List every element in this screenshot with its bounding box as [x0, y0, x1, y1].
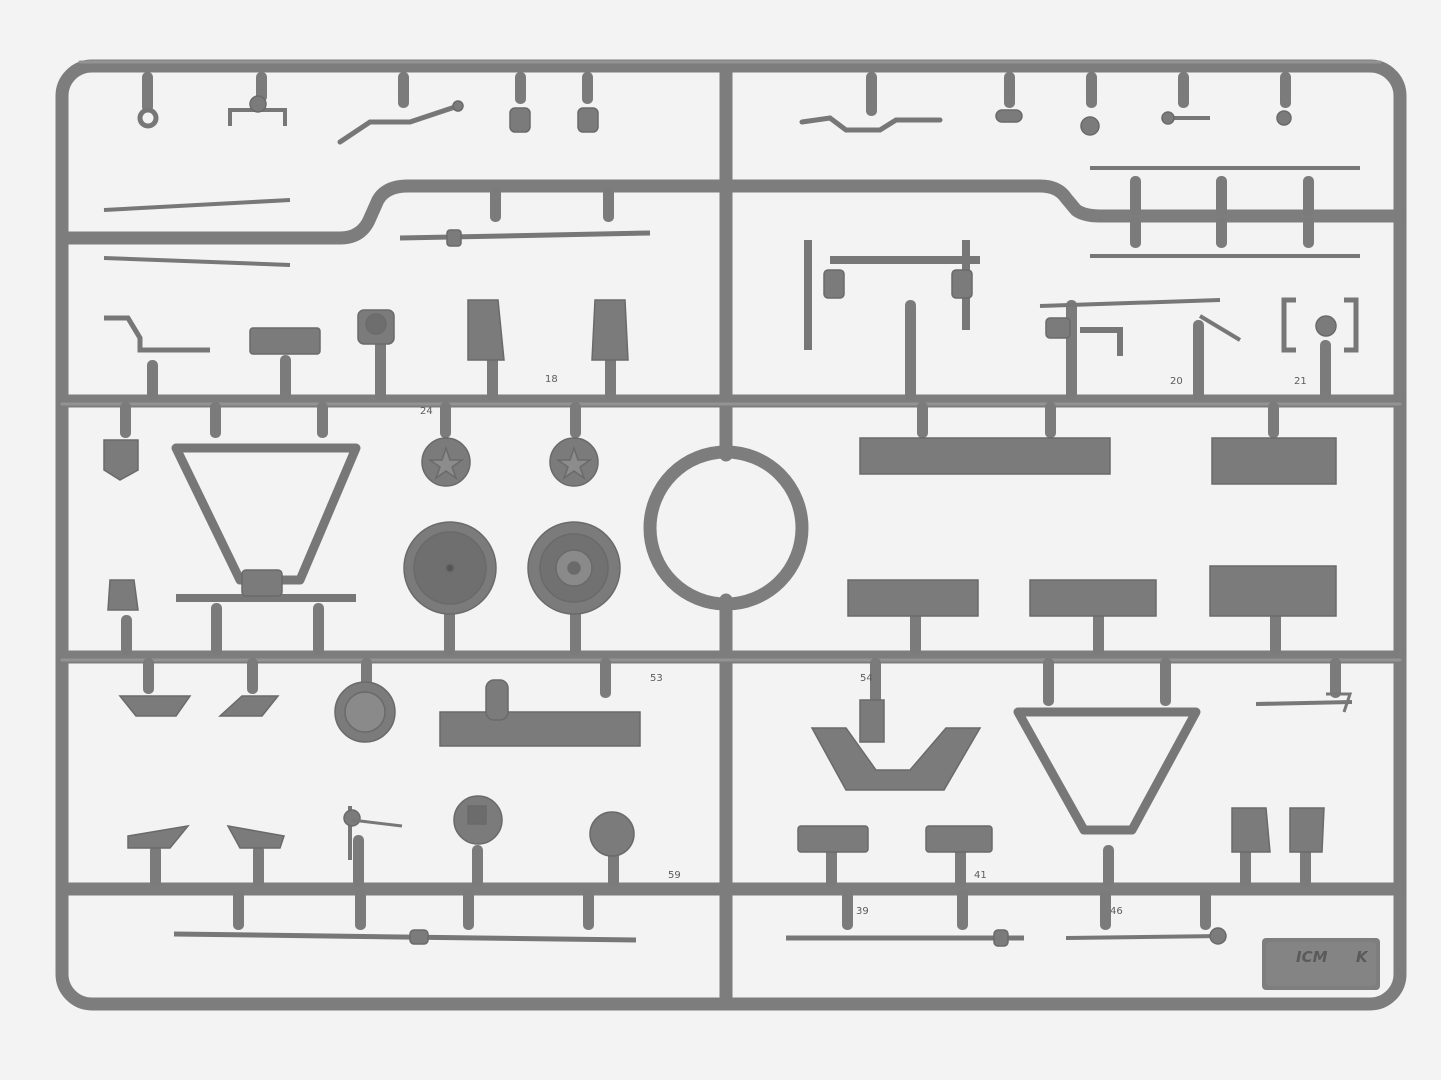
part-numbers: 18 20 21 24 59 53 54 41 46 39 [420, 374, 1307, 917]
part-number-54: 54 [860, 673, 873, 684]
parts-bottom-left [118, 679, 641, 945]
part-number-20: 20 [1170, 376, 1183, 387]
manufacturer-logo-suffix: K [1356, 948, 1369, 966]
sprue-frame [55, 59, 1407, 1011]
manufacturer-logo-text: ICM [1296, 948, 1328, 966]
parts-top-right [799, 109, 1360, 356]
part-number-24: 24 [420, 406, 433, 417]
sprue-frame-highlight [60, 60, 1402, 662]
sprue-gates [120, 72, 1341, 930]
part-number-53: 53 [650, 673, 663, 684]
parts-bottom-right [786, 692, 1353, 947]
part-number-41: 41 [974, 870, 987, 881]
parts-middle-right [847, 437, 1337, 617]
part-number-21: 21 [1294, 376, 1307, 387]
parts-middle-left [103, 437, 621, 615]
part-number-39: 39 [856, 906, 869, 917]
part-number-46: 46 [1110, 906, 1123, 917]
part-number-59: 59 [668, 870, 681, 881]
manufacturer-logo-tab: ICM K [1262, 938, 1380, 990]
part-number-18: 18 [545, 374, 558, 385]
parts-top-left [103, 95, 651, 361]
